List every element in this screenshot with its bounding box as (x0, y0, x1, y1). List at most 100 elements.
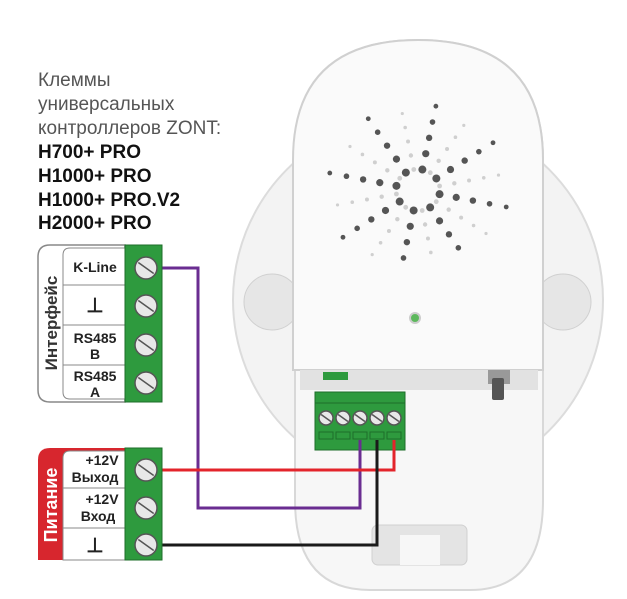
speaker-dot (490, 140, 496, 146)
speaker-dot (435, 217, 444, 225)
screw-terminal (134, 333, 158, 357)
speaker-dot (406, 139, 411, 144)
device-terminal-block (314, 391, 406, 451)
speaker-dot (365, 116, 371, 122)
speaker-dot (462, 123, 466, 127)
speaker-dot (471, 223, 476, 228)
terminal-label-ground-icon: ⊥ (86, 295, 103, 317)
speaker-dot (381, 206, 390, 215)
speaker-dot (397, 175, 403, 181)
speaker-dot (426, 203, 435, 212)
speaker-dot (379, 194, 384, 199)
wire-ground (162, 440, 379, 547)
screw-terminal (134, 294, 158, 318)
speaker-dot (452, 181, 457, 186)
terminal-label-rs485b-sub: B (90, 346, 100, 362)
wire-k-line (162, 266, 362, 510)
speaker-dot (476, 148, 482, 155)
speaker-dot (467, 178, 472, 183)
speaker-dot (459, 215, 464, 220)
speaker-dot (418, 165, 427, 174)
speaker-dot (370, 253, 374, 257)
model-name: H1000+ PRO (38, 166, 152, 187)
screw-terminal (134, 496, 158, 520)
speaker-dot (409, 206, 418, 215)
speaker-dot (481, 176, 486, 180)
speaker-dot (400, 255, 407, 261)
speaker-dot (422, 150, 430, 158)
title-line: контроллеров ZONT: (38, 118, 221, 139)
terminal-label-rs485b: RS485 (74, 330, 117, 346)
speaker-dot (392, 155, 401, 163)
wire-slot (352, 431, 368, 440)
speaker-dot (429, 250, 433, 255)
speaker-dot (350, 200, 355, 204)
screw-terminal (134, 533, 158, 557)
speaker-dot (403, 238, 411, 246)
speaker-dot (503, 204, 509, 210)
speaker-dot (419, 208, 425, 213)
speaker-dot (453, 135, 458, 140)
speaker-dot (348, 144, 352, 149)
speaker-dot (408, 153, 414, 158)
model-name: H2000+ PRO (38, 213, 152, 234)
speaker-dot (403, 204, 409, 210)
speaker-dot (437, 183, 442, 189)
speaker-dot (374, 129, 381, 135)
speaker-dot (461, 157, 468, 164)
screw-terminal (134, 256, 158, 280)
speaker-dot (446, 207, 451, 212)
speaker-dots (327, 103, 509, 261)
speaker-dot (378, 240, 383, 245)
terminal-label-rs485a-sub: A (90, 384, 100, 400)
speaker-dot (446, 165, 455, 174)
speaker-dot (395, 216, 400, 222)
title: Клеммы универсальных контроллеров ZONT: … (38, 70, 221, 234)
speaker-dot (433, 199, 439, 205)
speaker-dot (435, 190, 444, 199)
speaker-dot (376, 179, 384, 187)
speaker-dot (340, 234, 346, 240)
speaker-dot (432, 174, 441, 183)
screw-terminal (386, 410, 402, 426)
screw-terminal (369, 410, 385, 426)
wire-slot (369, 431, 385, 440)
terminal-label-k-line: K-Line (73, 259, 117, 275)
title-line: Клеммы (38, 70, 111, 91)
speaker-dot (368, 216, 375, 223)
speaker-dot (422, 222, 428, 227)
speaker-dot (469, 197, 477, 204)
speaker-dot (433, 103, 439, 109)
terminal-label-12v-in: +12V (85, 491, 119, 507)
speaker-dot (394, 191, 399, 197)
wire-slot (386, 431, 402, 440)
screw-terminal (134, 458, 158, 482)
speaker-dot (445, 231, 453, 238)
speaker-dot (354, 225, 360, 232)
terminal-label-rs485a: RS485 (74, 368, 117, 384)
speaker-dot (327, 170, 333, 176)
screw-terminal (352, 410, 368, 426)
model-name: H1000+ PRO.V2 (38, 190, 180, 211)
power-group-label: Питание (41, 468, 61, 543)
speaker-dot (360, 152, 365, 157)
wire-slot (318, 431, 334, 440)
screw-terminal (335, 410, 351, 426)
speaker-dot (383, 142, 391, 149)
speaker-dot (427, 170, 433, 176)
terminal-label-12v-out-sub: Выход (72, 469, 119, 485)
screw-terminal (318, 410, 334, 426)
speaker-dot (452, 193, 460, 201)
speaker-dot (400, 111, 404, 116)
speaker-dot (429, 119, 436, 125)
interface-group-label: Интерфейс (42, 276, 61, 371)
interface-terminal-block: Интерфейс K-Line ⊥ RS485 B RS485 A (37, 244, 163, 403)
speaker-dot (486, 200, 493, 207)
title-line: универсальных (38, 94, 175, 115)
speaker-dot (403, 125, 407, 130)
speaker-dot (364, 197, 369, 202)
speaker-dot (455, 245, 462, 251)
speaker-dot (425, 134, 433, 142)
speaker-dot (343, 173, 350, 180)
